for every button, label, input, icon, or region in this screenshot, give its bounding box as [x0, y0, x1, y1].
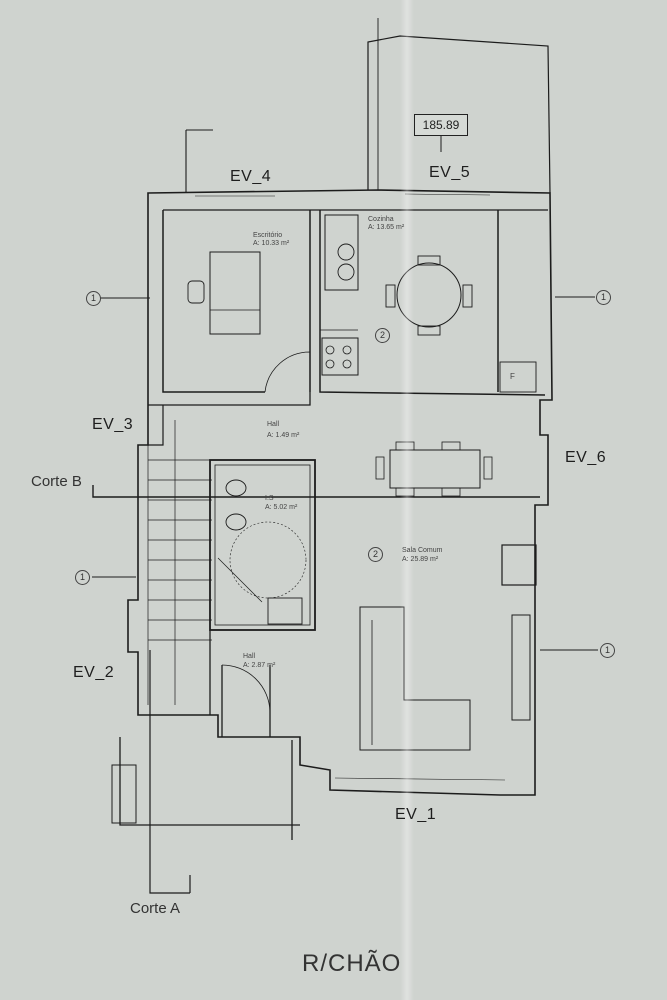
room-hall1-name: Hall: [267, 421, 280, 428]
fridge-label: F: [510, 372, 515, 381]
paper-fold: [400, 0, 414, 1000]
kitchen-counter: [321, 214, 359, 376]
door-arc: [264, 351, 311, 393]
section-b-label: Corte B: [31, 473, 82, 490]
wall-type-1-marker: 1: [75, 570, 90, 585]
room-hall2-area: A: 2.87 m²: [243, 662, 276, 669]
room-cozinha-area: A: 13.65 m²: [368, 224, 405, 231]
room-hall1-area: A: 1.49 m²: [267, 432, 300, 439]
wall-type-1-marker: 1: [596, 290, 611, 305]
elevation-value: 185.89: [414, 114, 468, 136]
room-cozinha-name: Cozinha: [368, 216, 394, 223]
stairs: [147, 420, 212, 705]
section-a-label: Corte A: [130, 900, 181, 917]
ev2-label: EV_2: [73, 664, 115, 681]
terrace-outline: [367, 35, 551, 194]
wc-block: [209, 459, 316, 631]
room-escritorio-area: A: 10.33 m²: [253, 240, 290, 247]
outer-wall: [127, 189, 553, 796]
ev3-label: EV_3: [92, 416, 134, 433]
ev5-label: EV_5: [429, 164, 471, 181]
room-hall2-name: Hall: [243, 653, 256, 660]
room-escritorio-name: Escritório: [253, 232, 283, 239]
room-sala-name: Sala Comum: [402, 547, 443, 554]
wall-type-2-marker: 2: [375, 328, 390, 343]
room-is-name: I.S: [265, 495, 274, 502]
kitchen-walls: [319, 210, 546, 396]
wall-type-2-marker: 2: [368, 547, 383, 562]
room-is-area: A: 5.02 m²: [265, 504, 298, 511]
wall-type-1-marker: 1: [86, 291, 101, 306]
floor-title: R/CHÃO: [302, 950, 402, 977]
ev6-label: EV_6: [565, 449, 607, 466]
ev1-label: EV_1: [395, 806, 437, 823]
wall-type-1-marker: 1: [600, 643, 615, 658]
room-sala-area: A: 25.89 m²: [402, 556, 439, 563]
sofa: [359, 606, 471, 751]
ev4-label: EV_4: [230, 168, 272, 185]
escritorio-walls: [162, 210, 311, 393]
